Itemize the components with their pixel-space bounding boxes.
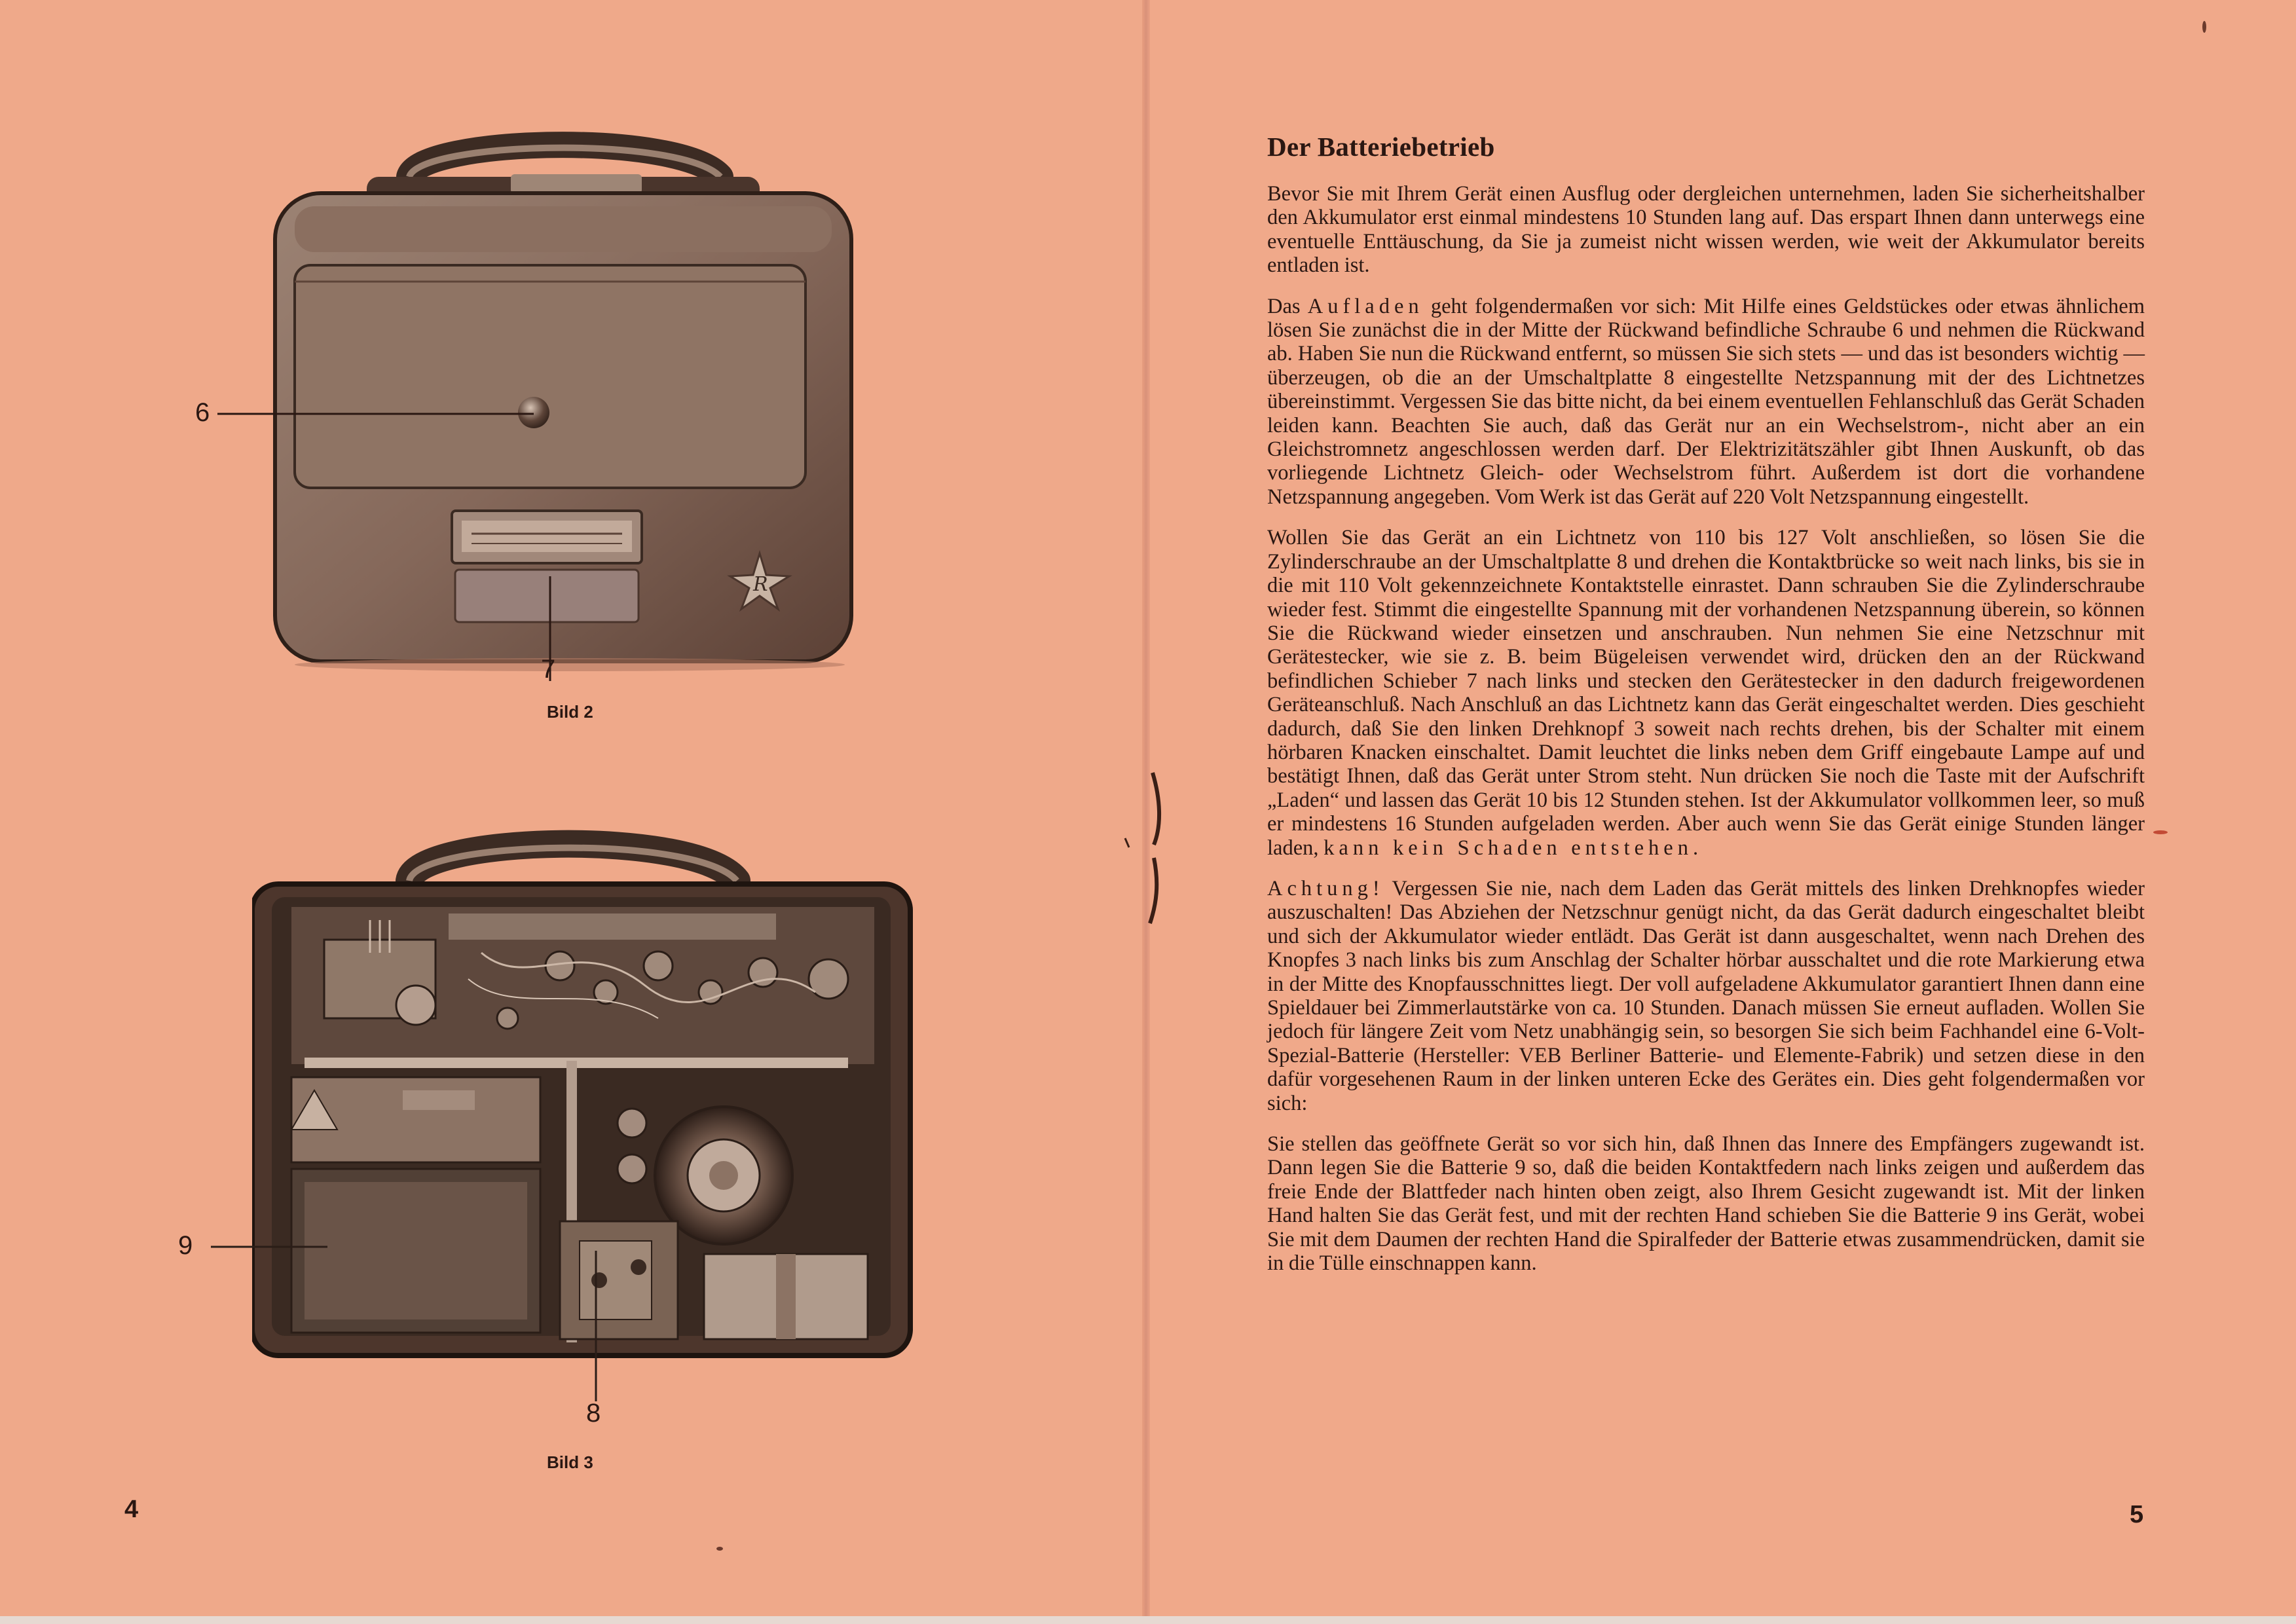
text-column: Der Batteriebetrieb Bevor Sie mit Ihrem … bbox=[1267, 131, 2145, 1275]
section-heading: Der Batteriebetrieb bbox=[1267, 132, 1495, 162]
figure-radio-open bbox=[252, 822, 914, 1365]
paragraph-1: Bevor Sie mit Ihrem Gerät einen Ausflug … bbox=[1267, 182, 2145, 278]
figure-radio-back: R bbox=[262, 124, 864, 674]
speck bbox=[2202, 21, 2206, 33]
radio-open-photo bbox=[252, 830, 913, 1358]
page-number-left: 4 bbox=[124, 1496, 139, 1523]
paragraph-3-emphasis: kann kein Schaden entstehen. bbox=[1324, 836, 1703, 860]
paragraph-2: Das Aufladen geht folgendermaßen vor sic… bbox=[1267, 295, 2145, 509]
page-number-right: 5 bbox=[2130, 1501, 2144, 1528]
paragraph-4-text: Vergessen Sie nie, nach dem Laden das Ge… bbox=[1267, 876, 2145, 1115]
radio-back-photo: R bbox=[273, 132, 853, 671]
figure-top-callout-lines bbox=[217, 413, 551, 681]
paragraph-5: Sie stellen das geöffnete Gerät so vor s… bbox=[1267, 1132, 2145, 1275]
paragraph-2-lead: Das bbox=[1267, 294, 1301, 318]
paragraph-4-emphasis: Achtung! bbox=[1267, 876, 1384, 900]
figure-bottom-callout-lines bbox=[211, 1246, 597, 1401]
callout-7: 7 bbox=[541, 655, 556, 684]
paragraph-2-text: geht folgendermaßen vor sich: Mit Hilfe … bbox=[1267, 294, 2145, 509]
paragraph-3-text: Wollen Sie das Gerät an ein Lichtnetz vo… bbox=[1267, 526, 2145, 860]
callout-8: 8 bbox=[586, 1399, 601, 1428]
scan-bottom-edge bbox=[0, 1616, 2296, 1624]
callout-6: 6 bbox=[195, 398, 210, 427]
paragraph-5-text: Sie stellen das geöffnete Gerät so vor s… bbox=[1267, 1132, 2145, 1276]
svg-text:R: R bbox=[752, 573, 768, 596]
paragraph-3: Wollen Sie das Gerät an ein Lichtnetz vo… bbox=[1267, 526, 2145, 860]
staple-marks bbox=[1124, 772, 1162, 924]
caption-bild-3: Bild 3 bbox=[547, 1452, 593, 1472]
caption-bild-2: Bild 2 bbox=[547, 702, 593, 722]
callout-9: 9 bbox=[178, 1231, 193, 1260]
paragraph-2-emphasis: Aufladen bbox=[1307, 294, 1424, 318]
right-page bbox=[1146, 0, 2296, 1624]
spine-fold bbox=[1142, 0, 1150, 1624]
speck bbox=[716, 1547, 723, 1551]
paragraph-4: Achtung! Vergessen Sie nie, nach dem Lad… bbox=[1267, 877, 2145, 1115]
speck bbox=[2153, 830, 2168, 834]
paragraph-1-text: Bevor Sie mit Ihrem Gerät einen Ausflug … bbox=[1267, 182, 2145, 278]
